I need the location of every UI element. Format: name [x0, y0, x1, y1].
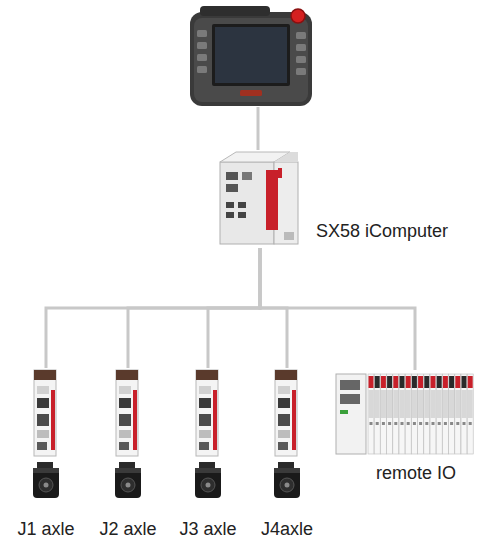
servo-axis-node: J1 axle — [14, 368, 77, 542]
bus-connector — [260, 248, 415, 370]
pendant-cable — [257, 107, 260, 150]
teach-pendant — [190, 6, 312, 106]
servo-drive-motor-illustration — [29, 368, 63, 503]
node-label: SX58 iComputer — [316, 220, 448, 242]
node-label: J3 axle — [179, 518, 236, 540]
remote-io-node: remote IO — [330, 370, 478, 486]
node-label: J2 axle — [99, 518, 156, 540]
node-label: J1 axle — [17, 518, 74, 540]
servo-drive-motor-illustration — [191, 368, 225, 503]
node-label: J4axle — [261, 518, 313, 540]
industrial-computer-illustration — [218, 148, 302, 246]
servo-axis-node: J2 axle — [96, 368, 159, 542]
controller-node: SX58 iComputer — [218, 148, 452, 248]
servo-axis-node: J4axle — [256, 368, 318, 542]
servo-axis-node: J3 axle — [176, 368, 239, 542]
servo-drive-motor-illustration — [111, 368, 145, 503]
bus-connector — [128, 248, 260, 368]
node-label: remote IO — [376, 462, 456, 484]
servo-drive-motor-illustration — [270, 368, 304, 503]
bus-connector — [46, 248, 260, 368]
remote-io-illustration — [334, 370, 476, 458]
bus-connector — [208, 248, 260, 368]
